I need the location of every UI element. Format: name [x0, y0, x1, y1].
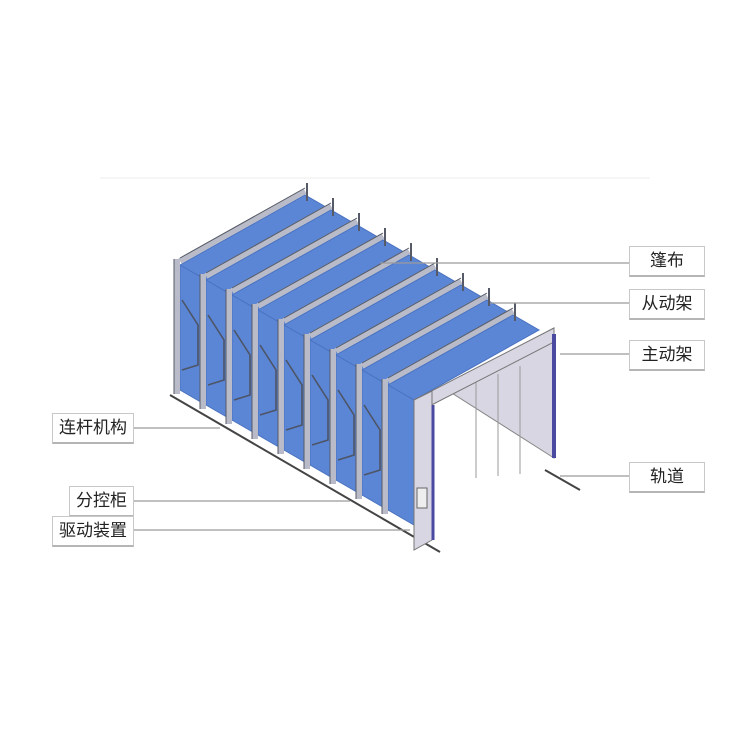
label-canopy-fabric: 篷布 — [629, 246, 705, 277]
driven-frame-edge — [179, 187, 306, 259]
canopy-side-panel — [387, 384, 415, 526]
label-linkage: 连杆机构 — [52, 413, 134, 444]
rail-right — [544, 469, 581, 491]
driven-frame-top — [308, 263, 437, 339]
driven-frame-edge — [283, 247, 410, 319]
driven-frame-top — [256, 233, 385, 309]
driven-frame-edge — [387, 307, 514, 379]
control-box — [416, 487, 428, 509]
label-rail: 轨道 — [629, 462, 705, 493]
driven-frame-edge — [231, 217, 358, 289]
linkage-arm — [285, 359, 303, 431]
booth-structure — [169, 183, 581, 553]
label-driven-frame: 从动架 — [629, 289, 705, 320]
linkage-arm — [311, 374, 329, 446]
drive-frame-left-leg — [413, 390, 433, 551]
linkage-arm — [233, 329, 251, 401]
label-control-box: 分控柜 — [69, 486, 134, 517]
driven-frame-edge — [361, 292, 488, 364]
linkage-arm — [181, 299, 199, 371]
linkage-arm — [207, 314, 225, 386]
linkage-arm — [259, 344, 277, 416]
driven-frame-top — [386, 308, 515, 384]
driven-frame-top — [178, 188, 307, 264]
driven-frame-edge — [205, 202, 332, 274]
label-drive-frame: 主动架 — [629, 340, 705, 371]
driven-frame-edge — [257, 232, 384, 304]
driven-frame-edge — [309, 262, 436, 334]
driven-frame-top — [360, 293, 489, 369]
driven-frame-top — [230, 218, 359, 294]
linkage-arm — [363, 404, 381, 476]
leader-lines — [132, 262, 629, 531]
driven-frame-top — [334, 278, 463, 354]
driven-frame-edge — [335, 277, 462, 349]
label-drive-unit: 驱动装置 — [52, 516, 134, 547]
rail-left — [169, 394, 441, 553]
driven-frame-top — [204, 203, 333, 279]
linkage-arm — [337, 389, 355, 461]
